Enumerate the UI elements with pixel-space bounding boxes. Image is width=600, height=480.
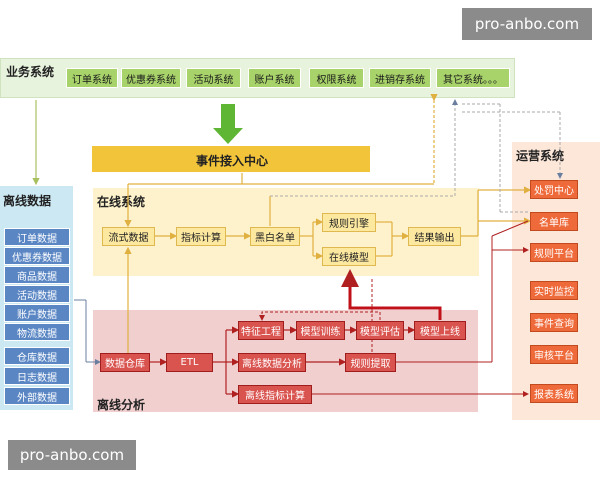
metric-calc-node: 指标计算	[176, 227, 226, 246]
ops-audit-platform: 审核平台	[530, 345, 578, 364]
offline-data-product: 商品数据	[4, 266, 70, 284]
etl-node: ETL	[166, 353, 213, 372]
offline-indicator-node: 离线指标计算	[238, 385, 312, 404]
model-evaluation-node: 模型评估	[356, 321, 404, 340]
offline-data-warehouse: 仓库数据	[4, 347, 70, 365]
ops-rule-platform: 规则平台	[530, 243, 578, 262]
flow-data-node: 流式数据	[102, 227, 155, 246]
ops-penalty-center: 处罚中心	[530, 180, 578, 199]
data-warehouse-node: 数据仓库	[100, 353, 150, 372]
offline-data-activity: 活动数据	[4, 285, 70, 303]
offline-data-order: 订单数据	[4, 228, 70, 246]
event-center-label: 事件接入中心	[196, 154, 269, 168]
result-output-node: 结果输出	[408, 227, 461, 246]
ops-report-system: 报表系统	[530, 384, 578, 403]
business-title: 业务系统	[6, 65, 55, 79]
model-training-node: 模型训练	[296, 321, 345, 340]
offline-data-title: 离线数据	[3, 194, 52, 208]
online-model-node: 在线模型	[322, 247, 376, 266]
rule-engine-node: 规则引擎	[322, 213, 376, 232]
business-system-inventory: 进销存系统	[369, 68, 431, 88]
offline-data-logistics: 物流数据	[4, 323, 70, 341]
rule-extract-node: 规则提取	[345, 353, 396, 372]
online-title: 在线系统	[97, 195, 146, 209]
offline-data-log: 日志数据	[4, 367, 70, 385]
watermark-bottom: pro-anbo.com	[8, 440, 136, 470]
offline-data-account: 账户数据	[4, 304, 70, 322]
feature-engineering-node: 特征工程	[238, 321, 284, 340]
business-system-account: 账户系统	[248, 68, 301, 88]
blackwhite-list-node: 黑白名单	[250, 227, 300, 246]
offline-data-coupon: 优惠券数据	[4, 247, 70, 265]
offline-data-external: 外部数据	[4, 387, 70, 405]
offline-analysis-title: 离线分析	[97, 398, 146, 412]
watermark-top: pro-anbo.com	[462, 8, 592, 40]
business-system-permission: 权限系统	[309, 68, 364, 88]
event-center-bar	[92, 146, 370, 172]
business-system-activity: 活动系统	[186, 68, 241, 88]
offline-analysis-node: 离线数据分析	[238, 353, 306, 372]
business-system-order: 订单系统	[66, 68, 118, 88]
ops-event-query: 事件查询	[530, 313, 578, 332]
business-system-coupon: 优惠券系统	[121, 68, 181, 88]
ops-realtime-monitor: 实时监控	[530, 281, 578, 300]
ops-title: 运营系统	[516, 149, 565, 163]
business-system-other: 其它系统。。。	[436, 68, 510, 88]
ops-list-library: 名单库	[530, 212, 578, 231]
model-deploy-node: 模型上线	[414, 321, 466, 340]
